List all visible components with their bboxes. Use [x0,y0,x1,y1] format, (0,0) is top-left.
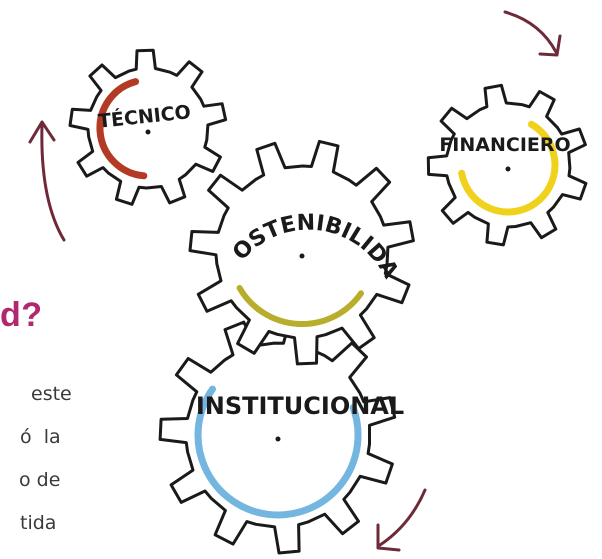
gear-accent-ring [236,285,364,328]
section-heading-fragment: d? [0,296,43,334]
body-text-fragment-1: este [31,383,72,405]
body-text-fragment-4: tida [20,512,57,534]
gear-institucional [158,316,397,555]
body-text-fragment-3: o de [19,469,61,491]
gear-axle [145,129,151,135]
gear-sostenibilidad [188,139,415,366]
cycle-arrow-bottom-left-icon [378,488,427,547]
gear-axle [275,436,281,442]
gear-accent-ring [458,120,559,216]
gear-axle [505,166,511,172]
gear-axle [299,253,305,259]
gear-tecnico [68,48,228,206]
cycle-arrow-left-up-icon [40,123,66,242]
gear-financiero [426,83,588,247]
gear-body [68,48,228,206]
cycle-arrow-top-right-icon [503,10,558,54]
body-text-fragment-2: ó la [20,426,61,448]
gear-label-financiero: FINANCIERO [439,134,570,156]
gear-label-institucional: INSTITUCIONAL [196,392,404,420]
gear-body [426,83,588,247]
gear-accent-ring [96,78,148,180]
gear-body [188,139,415,366]
gear-accent-ring [194,385,362,519]
